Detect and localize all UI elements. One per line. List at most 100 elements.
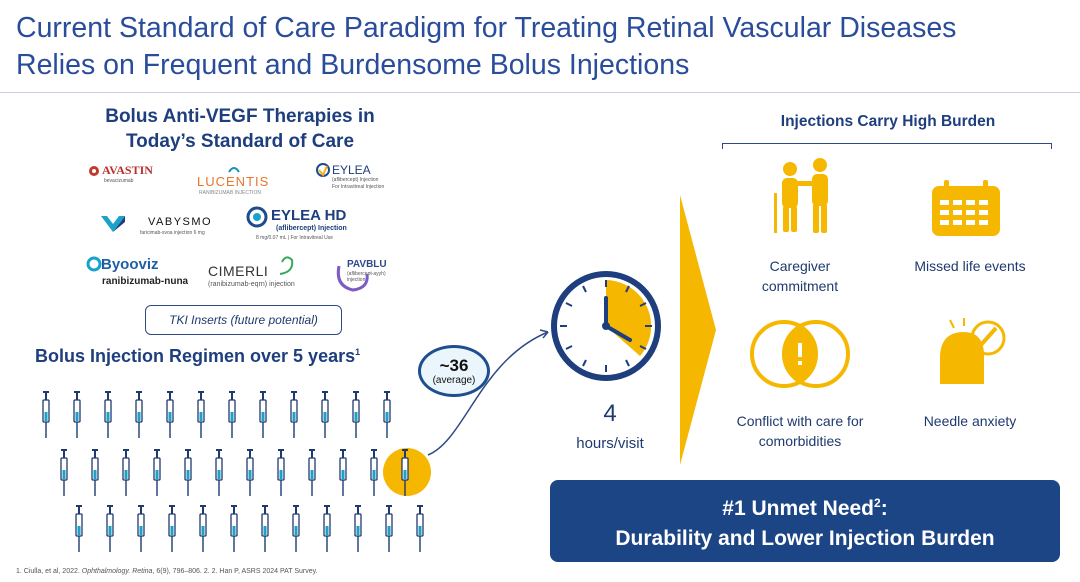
- title-line-1: Current Standard of Care Paradigm for Tr…: [16, 12, 957, 44]
- average-injections-label: (average): [432, 374, 476, 386]
- syringe-icon: [91, 449, 99, 496]
- vabysmo-generic: faricimab-svoa injection 6 mg: [140, 230, 205, 236]
- cimerli-generic: (ranibizumab-eqrn) injection: [208, 281, 295, 288]
- therapies-heading: Bolus Anti-VEGF Therapies in Today’s Sta…: [70, 104, 410, 154]
- avastin-icon: [89, 166, 99, 176]
- footnote-journal: Ophthalmology. Retina: [81, 568, 153, 575]
- clock-icon: [551, 271, 661, 381]
- syringe-icon: [401, 449, 409, 496]
- byooviz-wordmark: Byooviz: [101, 256, 159, 273]
- vabysmo-wordmark: VABYSMO: [148, 216, 213, 228]
- hours-per-visit-value: 4: [603, 400, 617, 427]
- chevron-arrow-icon: [680, 195, 716, 465]
- syringe-icon: [308, 449, 316, 496]
- lucentis-generic: RANIBIZUMAB INJECTION: [199, 190, 261, 196]
- syringe-icon: [370, 449, 378, 496]
- title-line-2: Relies on Frequent and Burdensome Bolus …: [16, 49, 690, 81]
- needle-anxiety-icon: [940, 318, 1006, 384]
- lucentis-icon: [228, 167, 240, 173]
- therapies-heading-line-2: Today’s Standard of Care: [125, 131, 355, 152]
- needle-anxiety-label: Needle anxiety: [923, 413, 1017, 429]
- syringe-icon: [259, 391, 267, 438]
- syringe-icon: [246, 449, 254, 496]
- eylea-hd-wordmark: EYLEA HD: [271, 207, 347, 224]
- unmet-need-subtitle: Durability and Lower Injection Burden: [615, 527, 995, 550]
- syringe-icon: [197, 391, 205, 438]
- syringe-icon: [215, 449, 223, 496]
- vabysmo-icon: [101, 216, 125, 232]
- missed-events-label: Missed life events: [914, 258, 1026, 274]
- burden-heading: Injections Carry High Burden: [780, 113, 996, 130]
- syringe-icon: [416, 505, 424, 552]
- unmet-need-colon: :: [880, 497, 888, 520]
- syringe-icon: [60, 449, 68, 496]
- syringe-icon: [75, 505, 83, 552]
- syringe-icon: [42, 391, 50, 438]
- syringe-icon: [166, 391, 174, 438]
- byooviz-generic: ranibizumab-nuna: [102, 276, 189, 287]
- syringe-icon: [323, 505, 331, 552]
- burden-bracket: [722, 143, 1052, 149]
- eylea-hd-generic: (aflibercept) Injection: [276, 225, 347, 232]
- avastin-wordmark: AVASTIN: [102, 163, 153, 177]
- eylea-route: For Intravitreal Injection: [332, 184, 385, 190]
- syringe-icon: [383, 391, 391, 438]
- cimerli-icon: [279, 256, 294, 275]
- conflict-venn-icon: [750, 320, 850, 388]
- byooviz-icon: [86, 256, 102, 272]
- syringe-icon: [352, 391, 360, 438]
- average-injections-value: ~36: [439, 355, 469, 375]
- footnote: 1. Ciulla, et al, 2022. Ophthalmology. R…: [16, 568, 318, 575]
- lucentis-wordmark: LUCENTIS: [197, 174, 270, 189]
- unmet-need-title: #1 Unmet Need2:: [722, 488, 887, 524]
- syringe-icon: [137, 505, 145, 552]
- syringe-icon: [199, 505, 207, 552]
- syringe-icon: [261, 505, 269, 552]
- pavblu-wordmark: PAVBLU: [347, 259, 387, 270]
- syringe-icon: [135, 391, 143, 438]
- tki-inserts-box: TKI Inserts (future potential): [145, 305, 342, 335]
- pavblu-route: injection: [347, 277, 366, 283]
- syringe-icon: [385, 505, 393, 552]
- avastin-generic: bevacizumab: [104, 178, 134, 184]
- footnote-part-2: , 6(9), 796–806. 2. 2. Han P, ASRS 2024 …: [152, 568, 318, 575]
- hours-per-visit-unit: hours/visit: [576, 435, 644, 452]
- unmet-need-banner: #1 Unmet Need2: Durability and Lower Inj…: [550, 480, 1060, 562]
- eylea-hd-icon: [246, 206, 268, 228]
- syringe-icon: [277, 449, 285, 496]
- syringe-icon: [122, 449, 130, 496]
- syringe-icon: [230, 505, 238, 552]
- syringe-icon: [184, 449, 192, 496]
- syringe-icon: [106, 505, 114, 552]
- unmet-need-footnote-ref: 2: [874, 496, 881, 510]
- regimen-heading-text: Bolus Injection Regimen over 5 years: [35, 346, 356, 366]
- caregiver-label: Caregiver commitment: [761, 258, 839, 294]
- syringe-icon: [228, 391, 236, 438]
- calendar-icon: [932, 180, 1000, 236]
- unmet-need-title-text: #1 Unmet Need: [722, 497, 875, 520]
- conflict-label: Conflict with care for comorbidities: [736, 413, 864, 449]
- syringe-icon: [104, 391, 112, 438]
- footnote-part-1: 1. Ciulla, et al, 2022.: [16, 568, 82, 575]
- pavblu-icon: [336, 265, 369, 292]
- syringe-icon: [354, 505, 362, 552]
- eylea-generic: (aflibercept) Injection: [332, 177, 379, 183]
- title-divider: [0, 92, 1080, 93]
- eylea-wordmark: EYLEA: [332, 163, 371, 177]
- syringe-icon: [168, 505, 176, 552]
- eylea-icon: [316, 163, 330, 177]
- regimen-footnote-ref: 1: [355, 347, 361, 357]
- average-injections-badge: ~36 (average): [418, 345, 490, 397]
- caregiver-icon: [774, 158, 828, 233]
- syringe-icon: [153, 449, 161, 496]
- pavblu-generic: (aflibercept-ayyh): [347, 271, 386, 277]
- slide-title: Current Standard of Care Paradigm for Tr…: [16, 10, 1076, 84]
- syringe-icon: [73, 391, 81, 438]
- syringe-icon: [321, 391, 329, 438]
- syringe-icon: [292, 505, 300, 552]
- therapies-heading-line-1: Bolus Anti-VEGF Therapies in: [105, 106, 375, 127]
- eylea-hd-dose: 8 mg/0.07 mL | For Intravitreal Use: [256, 235, 333, 241]
- syringe-icon: [290, 391, 298, 438]
- syringe-icon: [339, 449, 347, 496]
- cimerli-wordmark: CIMERLI: [208, 263, 269, 279]
